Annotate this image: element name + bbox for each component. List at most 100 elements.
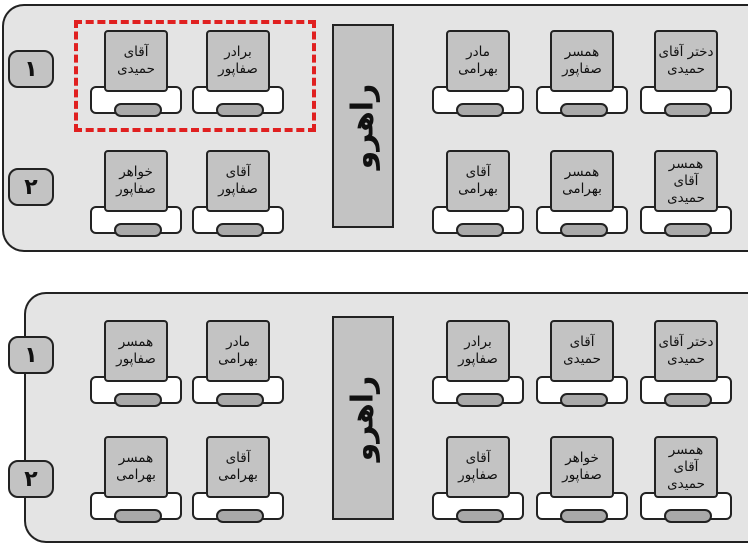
seat-label-line1: برادر — [224, 44, 252, 60]
seat-pad — [560, 393, 608, 407]
seat-label-line2: حمیدی — [667, 475, 705, 492]
seat-label-line2: حمیدی — [667, 189, 705, 206]
row-label-1: ١ — [8, 50, 54, 88]
seat-pad — [216, 393, 264, 407]
seat-label-line1: آقای — [225, 164, 251, 180]
aisle-label: راهرو — [345, 83, 381, 169]
seat-label-line1: خواهر — [565, 450, 599, 466]
seat-pad — [560, 223, 608, 237]
seat-label-line2: حمیدی — [667, 61, 705, 77]
seat-label-line2: بهرامی — [458, 61, 498, 77]
seat-pad — [456, 223, 504, 237]
seat-pad — [664, 509, 712, 523]
seat-label-line2: حمیدی — [563, 351, 601, 367]
seat-pad — [560, 509, 608, 523]
seat-pad — [456, 103, 504, 117]
aisle: راهرو — [332, 316, 394, 520]
seat-label-line1: همسر — [564, 44, 600, 60]
seat-label-line1: آقای — [123, 44, 149, 60]
seat-label-line2: بهرامی — [218, 351, 258, 367]
seat-pad — [114, 223, 162, 237]
seat-label-line2: صفاپور — [458, 351, 498, 367]
seat-pad — [456, 509, 504, 523]
seat-label-line1: آقای — [465, 164, 491, 180]
seat-pad — [216, 103, 264, 117]
seat-pad — [664, 103, 712, 117]
seat-label-line2: حمیدی — [117, 61, 155, 77]
seat-label-line1: دختر آقای — [658, 44, 714, 60]
seat-label-line2: بهرامی — [562, 181, 602, 197]
seat-label-line2: صفاپور — [116, 351, 156, 367]
seat-pad — [114, 103, 162, 117]
seat-pad — [560, 103, 608, 117]
seat-label-line1: خواهر — [119, 164, 153, 180]
seat-label-line1: آقای — [225, 450, 251, 466]
seat-label-line2: بهرامی — [116, 467, 156, 483]
seat-label-line2: بهرامی — [458, 181, 498, 197]
seat-label-line2: صفاپور — [116, 181, 156, 197]
seat-label-line1: برادر — [464, 334, 492, 350]
seat-label-line1: همسر — [564, 164, 600, 180]
row-label-2: ٢ — [8, 460, 54, 498]
seat-label-line2: صفاپور — [458, 467, 498, 483]
seat-label-line1: دختر آقای — [658, 334, 714, 350]
seat-label-line1: آقای — [465, 450, 491, 466]
seat-label-line2: صفاپور — [562, 467, 602, 483]
seat-label-line1: همسر آقای — [668, 441, 704, 475]
seat-label-line2: صفاپور — [562, 61, 602, 77]
seat-pad — [664, 223, 712, 237]
seat-pad — [114, 393, 162, 407]
seat-label-line1: مادر — [466, 44, 490, 60]
row-label-2: ٢ — [8, 168, 54, 206]
seat-label-line1: مادر — [226, 334, 250, 350]
seat-pad — [216, 509, 264, 523]
seat-label-line1: همسر آقای — [668, 155, 704, 189]
seat-pad — [216, 223, 264, 237]
seat-pad — [664, 393, 712, 407]
seat-label-line2: صفاپور — [218, 181, 258, 197]
seat-label-line1: آقای — [569, 334, 595, 350]
seat-label-line1: همسر — [118, 334, 154, 350]
seat-label-line2: صفاپور — [218, 61, 258, 77]
row-label-1: ١ — [8, 336, 54, 374]
highlighted-seat-group — [74, 20, 316, 132]
aisle-label: راهرو — [345, 375, 381, 461]
